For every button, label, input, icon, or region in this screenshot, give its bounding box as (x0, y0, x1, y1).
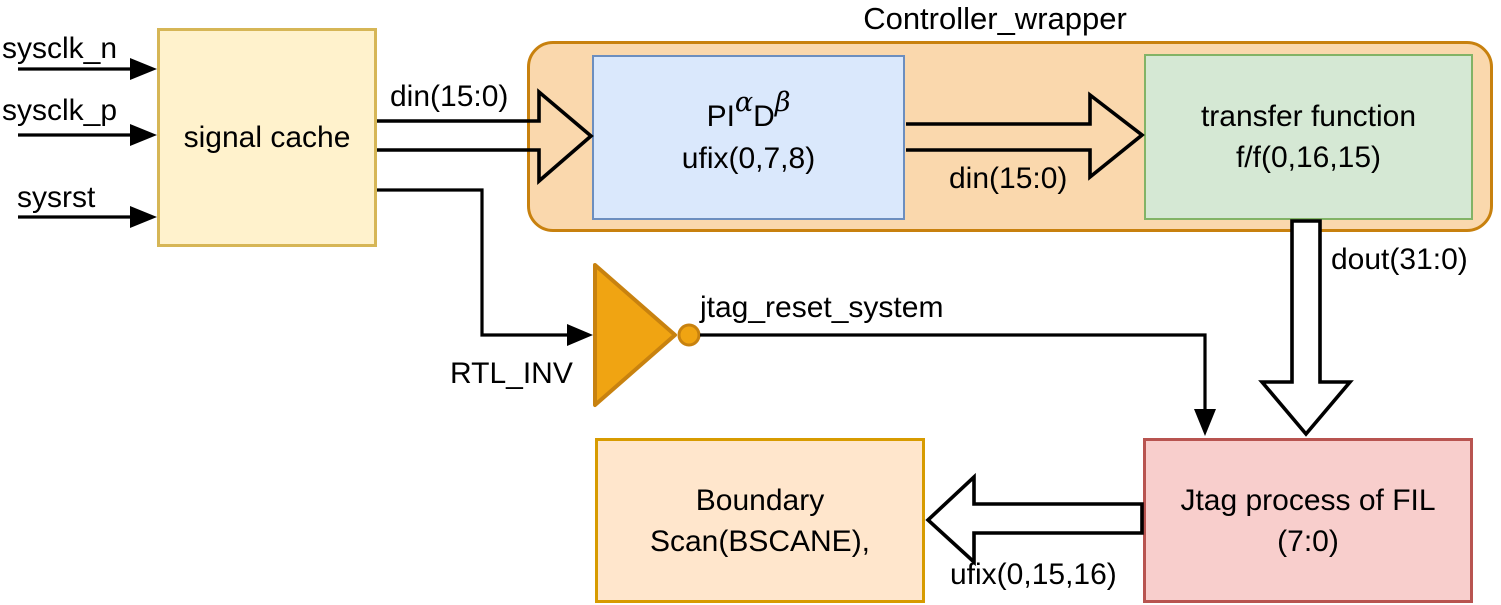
sysrst-arrowhead-icon (130, 206, 157, 228)
jtag-to-boundary-hollow-arrow (925, 472, 1144, 567)
transfer-function-format-label: f/f(0,16,15) (1235, 141, 1382, 174)
controller-wrapper-title: Controller_wrapper (863, 1, 1127, 36)
din-cache-signal-label: din(15:0) (390, 80, 509, 113)
jtag-reset-wire (700, 333, 1207, 410)
cache-to-inverter-arrowhead-icon (567, 324, 593, 346)
signal-cache-label: signal cache (183, 121, 351, 154)
pid-formula: PIαDβ (706, 87, 791, 138)
pid-formula-d-term: D (753, 100, 775, 133)
transfer-function-block: transfer function f/f(0,16,15) (1144, 54, 1473, 220)
boundary-scan-label-line1: Boundary (695, 483, 825, 517)
sysclk-n-arrowhead-icon (130, 58, 157, 80)
sysclk-p-port-label: sysclk_p (2, 94, 118, 127)
sysrst-port-label: sysrst (17, 181, 96, 214)
pid-formula-beta-exponent: β (774, 87, 791, 118)
pid-formula-alpha-exponent: α (734, 87, 754, 118)
inverter-bubble-icon (677, 323, 701, 347)
jtag-process-range-label: (7:0) (1277, 524, 1339, 558)
inverter-gate-icon (593, 263, 677, 407)
signal-cache-block: signal cache (157, 28, 377, 247)
transfer-function-label: transfer function (1200, 100, 1417, 133)
din-pid-signal-label: din(15:0) (949, 162, 1068, 195)
pid-format-label: ufix(0,7,8) (681, 142, 816, 175)
boundary-scan-label-line2: Scan(BSCANE), (649, 524, 871, 558)
sysclk-n-port-label: sysclk_n (2, 32, 118, 65)
boundary-scan-block: Boundary Scan(BSCANE), (595, 438, 925, 603)
jtag-process-block: Jtag process of FIL (7:0) (1143, 438, 1473, 603)
jtag-process-label: Jtag process of FIL (1180, 483, 1436, 517)
sysclk-p-arrowhead-icon (130, 124, 157, 146)
rtl-inv-label: RTL_INV (450, 357, 573, 390)
pid-controller-block: PIαDβ ufix(0,7,8) (592, 55, 905, 220)
ufix-out-signal-label: ufix(0,15,16) (950, 558, 1117, 591)
dout-signal-label: dout(31:0) (1331, 243, 1468, 276)
jtag-reset-arrowhead-icon (1194, 409, 1216, 436)
jtag-reset-system-signal-label: jtag_reset_system (700, 291, 944, 324)
pid-formula-p-term: PI (706, 100, 735, 133)
